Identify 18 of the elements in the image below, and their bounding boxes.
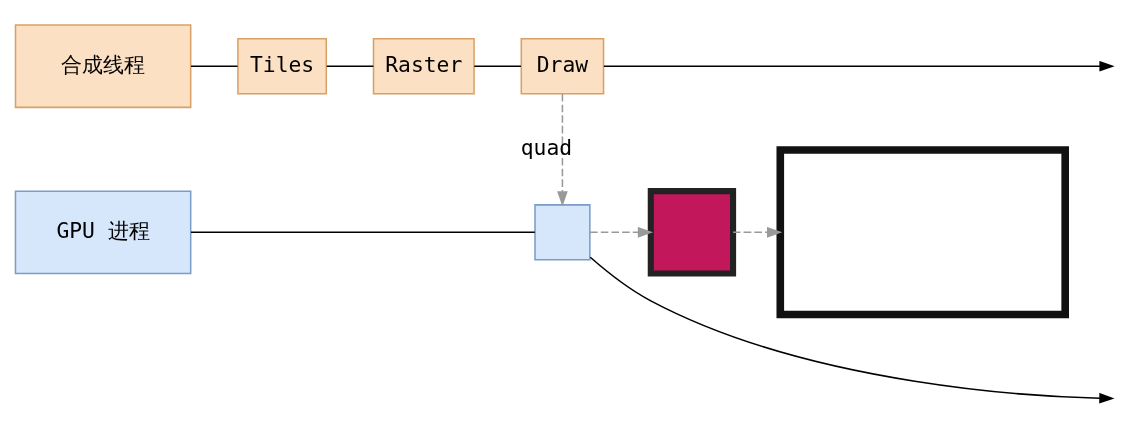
node-box: GPU 进程 (14, 189, 192, 274)
arrow (589, 226, 654, 238)
edge-label: quad (520, 134, 573, 160)
node-box: Tiles (237, 37, 328, 94)
arrow (557, 92, 568, 206)
connector (190, 231, 536, 233)
node-box: Raster (372, 37, 475, 94)
node-box: Draw (520, 37, 605, 94)
arrow (732, 226, 783, 238)
connector (190, 64, 239, 67)
connector (325, 64, 375, 67)
connector (473, 64, 522, 67)
node-box (647, 187, 737, 276)
node-box: 合成线程 (14, 23, 192, 108)
node-box (776, 145, 1069, 318)
arrow (589, 256, 1115, 404)
arrow (603, 60, 1115, 72)
node-box (534, 203, 591, 260)
